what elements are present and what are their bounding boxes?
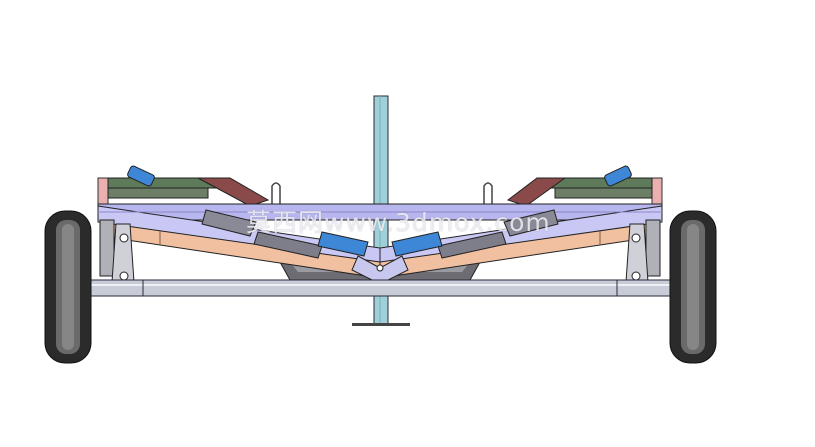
keel-rollers [317,231,443,257]
left-suspension-hanger [99,219,135,283]
mast-base-plate [352,323,410,326]
left-bunk-bracket [97,177,270,207]
left-wheel [44,210,92,364]
u-bolts [271,182,493,204]
bunk-pads [201,209,559,259]
right-wheel [669,210,717,364]
axle [85,279,675,297]
center-v-bracket [351,255,409,285]
right-bunk-bracket [506,177,663,207]
top-rollers [127,165,632,187]
right-suspension-hanger [625,219,661,283]
